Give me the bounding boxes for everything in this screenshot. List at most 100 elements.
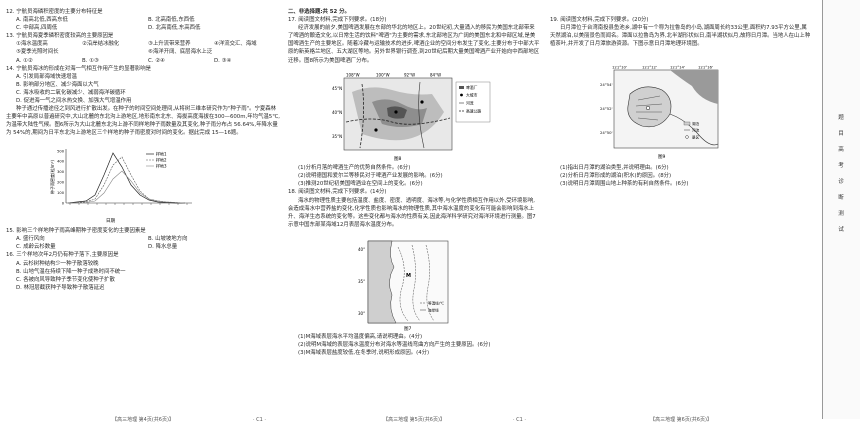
seed-rain-intro: 种子通过传播途径之到风进行扩散出发。在种子的时间空间处理间,从将树三维本研究作为… [6,106,280,137]
q19-stem: 19. 阅读图文材料,完成下列要求。(20分) [550,17,649,23]
q17-ask-1: (1)分析月落的啤酒生产的优势自然条件。(6分) [298,165,411,172]
lat-label-2: 40°N [332,110,342,115]
q14-option-d[interactable]: D. 促进海一气之间水热交换、加强大气增温作用 [16,98,132,105]
q17-ask-3: (3)推测20世纪初美国啤酒业在空间上的变化。(6分) [298,181,423,188]
q18-ask-1: (1)M海域表层海水平均温度偏高,请说明理由。(4分) [298,333,423,340]
q13-option-b[interactable]: B. ①③ [82,57,99,64]
q18-stem: 18. 阅读图文材料,完成下列要求。(14分) [288,189,387,196]
lon-label-2: 121°12' [642,65,657,70]
label-m: M [406,273,411,279]
highway-line-1 [345,117,451,125]
q13-option-a[interactable]: A. ①② [16,57,33,64]
figure-8: 108°W 100°W 92°W 84°W 45°N 40°N 35°N 啤酒厂… [332,72,492,164]
highway-line-2 [359,84,364,149]
lon-label-4: 84°W [430,73,441,78]
q18-text: 海水的物理性质主要包括温度、盐度、密度、透明度、海冰等,与化学性质相互作用以外,… [288,197,536,228]
y-tick-label: 100 [57,191,65,195]
city-dot [394,110,398,114]
q15-stem: 15. 影响三个样地种子雨高峰期种子密度变化的主要因素是 [6,228,146,235]
q12-option-d[interactable]: D. 北高南低,东高西低 [148,25,201,32]
q12-option-c[interactable]: C. 中部高,四周低 [16,25,58,32]
lat-label-3: 30° [358,311,365,316]
q13-item-2: ②沿岸结冰融化 [82,41,120,48]
chart-legend: 样地1 样地2 样地3 [146,151,167,169]
q12-stem: 12. 宁航员海磷积密度的主要分布特征是 [6,9,103,15]
sun-moon-lake-map: 121°10' 121°12' 121°14' 121°16' 24°54' 2… [600,65,719,160]
q12-options-row2: C. 中部高,四周低 D. 北高南低,东高西低 [6,24,280,32]
q15-option-a[interactable]: A. 盛行风向 [16,236,45,243]
figure-7: M 40° 35° 30° 等温线/℃ 海岸线 图7 [358,237,468,333]
sea-temperature-map: M 40° 35° 30° 等温线/℃ 海岸线 图7 [358,240,449,332]
q14-option-a[interactable]: A. 引发局部海域快速增温 [16,73,77,80]
lat-label-2: 35° [358,279,365,284]
q16-option-a[interactable]: A. 云杉树种结构少一种子散落较晚 [16,260,99,267]
q13-option-c[interactable]: C. ②④ [148,57,165,64]
lat-label-1: 45°N [332,86,342,91]
q15-options-row2: C. 成龄云杉数量 D. 降水总量 [6,243,280,251]
section-title: 二、非选择题:共 52 分。 [288,9,350,15]
y-tick-label: 0 [62,201,65,205]
q16-option-b[interactable]: B. 山地气温在持续下降一种子成熟时间不统一 [16,268,126,275]
q15-option-c[interactable]: C. 成龄云杉数量 [16,244,56,251]
city-dot [374,128,378,132]
page-4: 12. 宁航员海磷积密度的主要分布特征是 A. 南高北低,西高东低 B. 北高南… [6,0,280,423]
q18-ask-2: (2)说明M海域的表层海水温度分布对海水等温线弯曲方向产生的主要原因。(6分) [298,341,491,348]
x-ticks [69,203,188,206]
lon-label-4: 121°16' [698,65,713,70]
q13-item-6: ⑥海洋开阔、底层海水上泛 [148,49,213,56]
island-icon [645,106,651,111]
series-plot-3 [68,170,186,204]
q16-stem: 16. 三个样地次年2月仍有种子落下,主要原因是 [6,252,119,259]
isotherm-3 [425,244,435,321]
q12-option-a[interactable]: A. 南高北低,西高东低 [16,17,68,24]
page-5-number: 【高三地理 第5页(共6页)】 [383,417,445,423]
q15-option-b[interactable]: B. 山坡坡地方向 [148,236,188,243]
q13-item-3: ③上升流带来营养 [148,41,191,48]
lon-label-2: 100°W [376,73,390,78]
q17-ask-2: (2)说明德国和爱尔兰等移民对于啤酒产业发展的影响。(6分) [298,173,443,180]
lon-label-3: 92°W [404,73,415,78]
figure-7-caption: 图7 [404,326,411,332]
page-5: 二、非选择题:共 52 分。 17. 阅读图文材料,完成下列要求。(18分) 经… [288,0,540,423]
q13-option-d[interactable]: D. ③④ [214,57,232,64]
y-tick-label: 500 [57,149,65,153]
legend-series-3: 样地3 [156,163,167,169]
q15-option-d[interactable]: D. 降水总量 [148,244,178,251]
map-legend: 等温线/℃ 海岸线 [420,300,444,312]
legend-highway: 高速公路 [466,109,481,114]
lat-label-3: 35°N [332,134,342,139]
isotherm-2 [411,244,421,321]
y-tick-label: 400 [57,160,65,164]
q16-option-d[interactable]: D. 林冠层截获种子导致种子散落延迟 [16,284,105,291]
q14-option-b[interactable]: B. 影响部分地区、减少海面以大气 [16,81,99,88]
series-plot-1 [67,152,185,204]
q12-options-row1: A. 南高北低,西高东低 B. 北高南低,东西低 [6,16,280,24]
figure-8-caption: 图8 [394,156,401,162]
usa-brewery-map: 108°W 100°W 92°W 84°W 45°N 40°N 35°N 啤酒厂… [332,73,491,162]
river-line [669,113,719,146]
q17-stem: 17. 阅读图文材料,完成下列要求。(18分) [288,17,387,24]
q14-stem: 14. 宁航员海冰的形成在对海一气相互作用产生的显著影响是 [6,65,152,72]
q18-ask-3: (3)M海域表层盐度较低,在冬季时,说明形成原因。(4分) [298,349,430,356]
figure-9: 121°10' 121°12' 121°14' 121°16' 24°54' 2… [600,64,730,164]
q14-option-c[interactable]: C. 海水吸收的二氧化碳减少、减弱海洋碳循环 [16,89,126,96]
y-tick-label: 200 [57,181,65,185]
map-legend: 啤酒厂 大城市 河流 高速公路 [455,81,491,123]
q13-items-row2: ⑤夏季光照时间长 ⑥海洋开阔、底层海水上泛 [6,48,280,56]
lat-label-2: 24°52' [600,106,613,111]
q16-option-c[interactable]: C. 各被向风导致种子季节变化使种子扩散 [16,276,115,283]
legend-river: 河流 [466,101,474,106]
q19-ask-1: (1)指出日月潭的湖泊类型,并说明理由。(6分) [560,165,669,172]
city-dot [420,100,424,104]
legend-coastline: 海岸线 [428,307,439,312]
binding-sidebar: 题 目 高 考 诊 断 测 试 [822,0,860,419]
page-6: 19. 阅读图文材料,完成下列要求。(20分) 日月潭位于台湾南投县鱼池乡,湖中… [550,0,812,423]
figure-9-caption: 图9 [658,154,665,160]
q19-text: 日月潭位于台湾南投县鱼池乡,湖中有一个称为拉鲁岛的小岛,湖面周长约33公里,面积… [550,25,811,48]
lat-label-3: 24°50' [600,130,613,135]
q12-option-b[interactable]: B. 北高南低,东西低 [148,17,195,24]
q13-item-1: ①海水温度高 [16,41,48,48]
q13-options: A. ①② B. ①③ C. ②④ D. ③④ [6,57,280,65]
